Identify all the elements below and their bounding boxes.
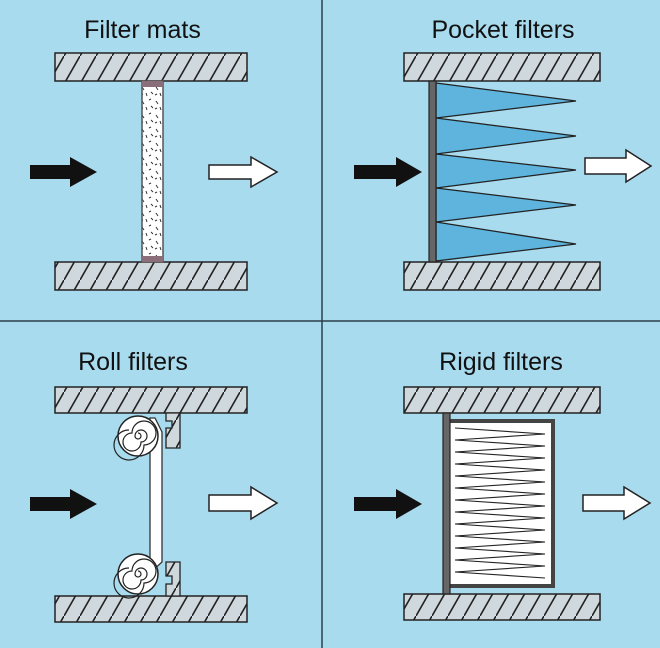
mat-clamp-bottom xyxy=(142,256,163,262)
filter-mat xyxy=(141,80,164,263)
panel-title-filter-mats: Filter mats xyxy=(84,16,201,44)
duct-wall-top xyxy=(403,386,601,414)
supply-roll-spiral xyxy=(113,420,157,461)
duct-wall-top xyxy=(54,52,248,82)
outlet-arrow-icon xyxy=(208,485,279,521)
panel-rigid-filters xyxy=(354,386,652,621)
duct-wall-bottom xyxy=(403,593,601,621)
outlet-arrow-icon xyxy=(208,155,279,189)
panel-filter-mats xyxy=(30,52,279,291)
mat-clamp-top xyxy=(142,81,163,87)
panel-roll-filters xyxy=(30,386,279,623)
duct-wall-top xyxy=(54,386,248,414)
panel-pocket-filters xyxy=(354,52,653,291)
filter-pockets xyxy=(435,82,577,262)
inlet-arrow-icon xyxy=(30,157,97,187)
panel-title-roll-filters: Roll filters xyxy=(78,348,188,376)
take-up-roll xyxy=(117,553,159,595)
panel-title-rigid-filters: Rigid filters xyxy=(439,348,563,376)
inlet-arrow-icon xyxy=(354,157,422,187)
duct-wall-top xyxy=(403,52,601,82)
take-up-roll-spiral xyxy=(113,558,157,599)
duct-wall-bottom xyxy=(54,595,248,623)
roll-media xyxy=(149,417,163,575)
supply-roll xyxy=(117,415,159,457)
panel-title-pocket-filters: Pocket filters xyxy=(431,16,575,44)
duct-wall-bottom xyxy=(403,261,601,291)
pocket-frame xyxy=(428,80,437,263)
roll-bracket-top xyxy=(165,412,181,449)
mount-plate xyxy=(442,412,451,595)
inlet-arrow-icon xyxy=(354,489,422,519)
rigid-pleats xyxy=(454,427,546,579)
roll-bracket-bottom xyxy=(165,561,181,597)
outlet-arrow-icon xyxy=(582,485,652,521)
inlet-arrow-icon xyxy=(30,489,97,519)
outlet-arrow-icon xyxy=(584,148,653,184)
duct-wall-bottom xyxy=(54,261,248,291)
